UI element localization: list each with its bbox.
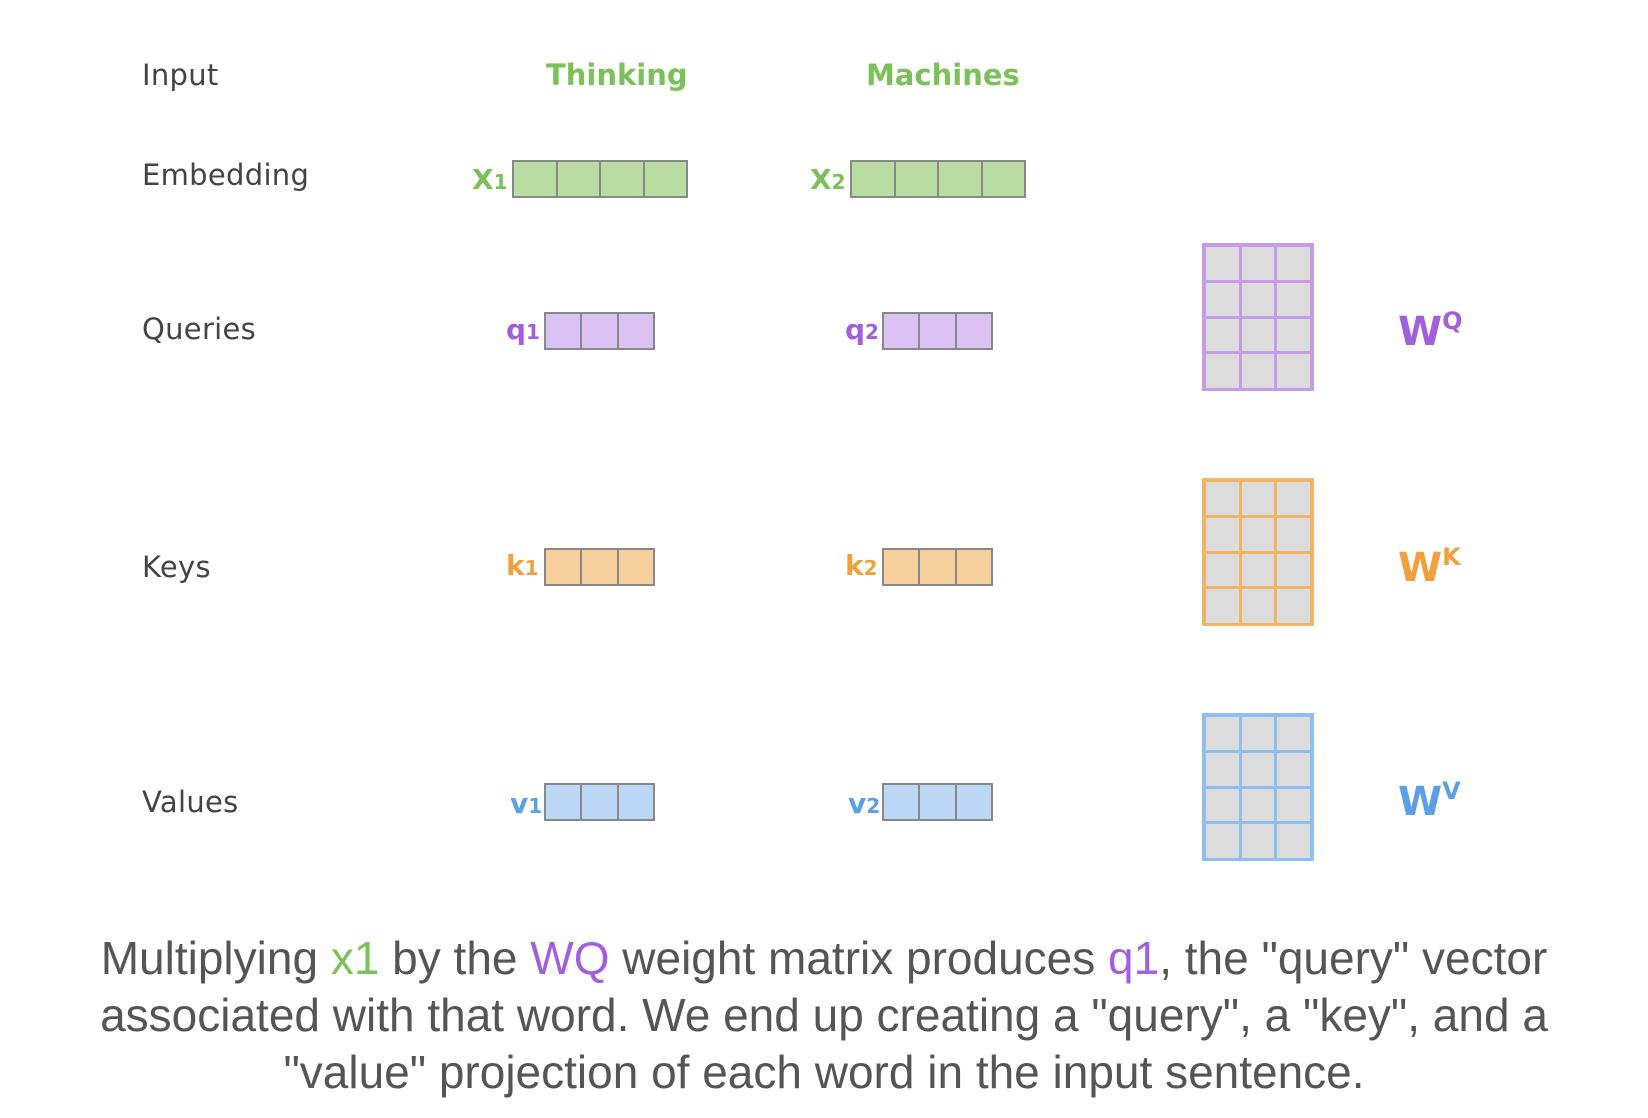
vector-label-k1: k1 [506,549,539,582]
row-label-keys: Keys [142,550,211,584]
key-vector-k1 [544,548,655,586]
weight-label-wv: WV [1398,777,1461,825]
weight-matrix-wk [1202,478,1314,626]
query-vector-q2 [882,312,993,350]
embedding-vector-x1 [512,160,688,198]
value-vector-v2 [882,783,993,821]
embedding-vector-x2 [850,160,1026,198]
row-label-values: Values [142,785,239,819]
vector-label-x1: X1 [472,163,508,196]
caption-wq: WQ [530,932,610,984]
word-machines: Machines [866,58,1020,92]
value-vector-v1 [544,783,655,821]
row-label-queries: Queries [142,312,257,346]
row-label-embedding: Embedding [142,158,310,192]
caption: Multiplying x1 by the WQ weight matrix p… [100,932,1548,1098]
vector-label-x2: X2 [810,163,846,196]
vector-label-q1: q1 [506,313,540,346]
row-label-input: Input [142,58,219,92]
vector-label-v2: v2 [848,787,881,820]
word-thinking: Thinking [546,58,688,92]
caption-q1: q1 [1108,932,1160,984]
vector-label-q2: q2 [845,313,879,346]
caption-x1: x1 [330,932,380,984]
weight-label-wq: WQ [1398,307,1463,355]
weight-matrix-wq [1202,243,1314,391]
key-vector-k2 [882,548,993,586]
vector-label-v1: v1 [510,787,543,820]
vector-label-k2: k2 [845,549,878,582]
weight-label-wk: WK [1398,543,1461,591]
weight-matrix-wv [1202,713,1314,861]
query-vector-q1 [544,312,655,350]
